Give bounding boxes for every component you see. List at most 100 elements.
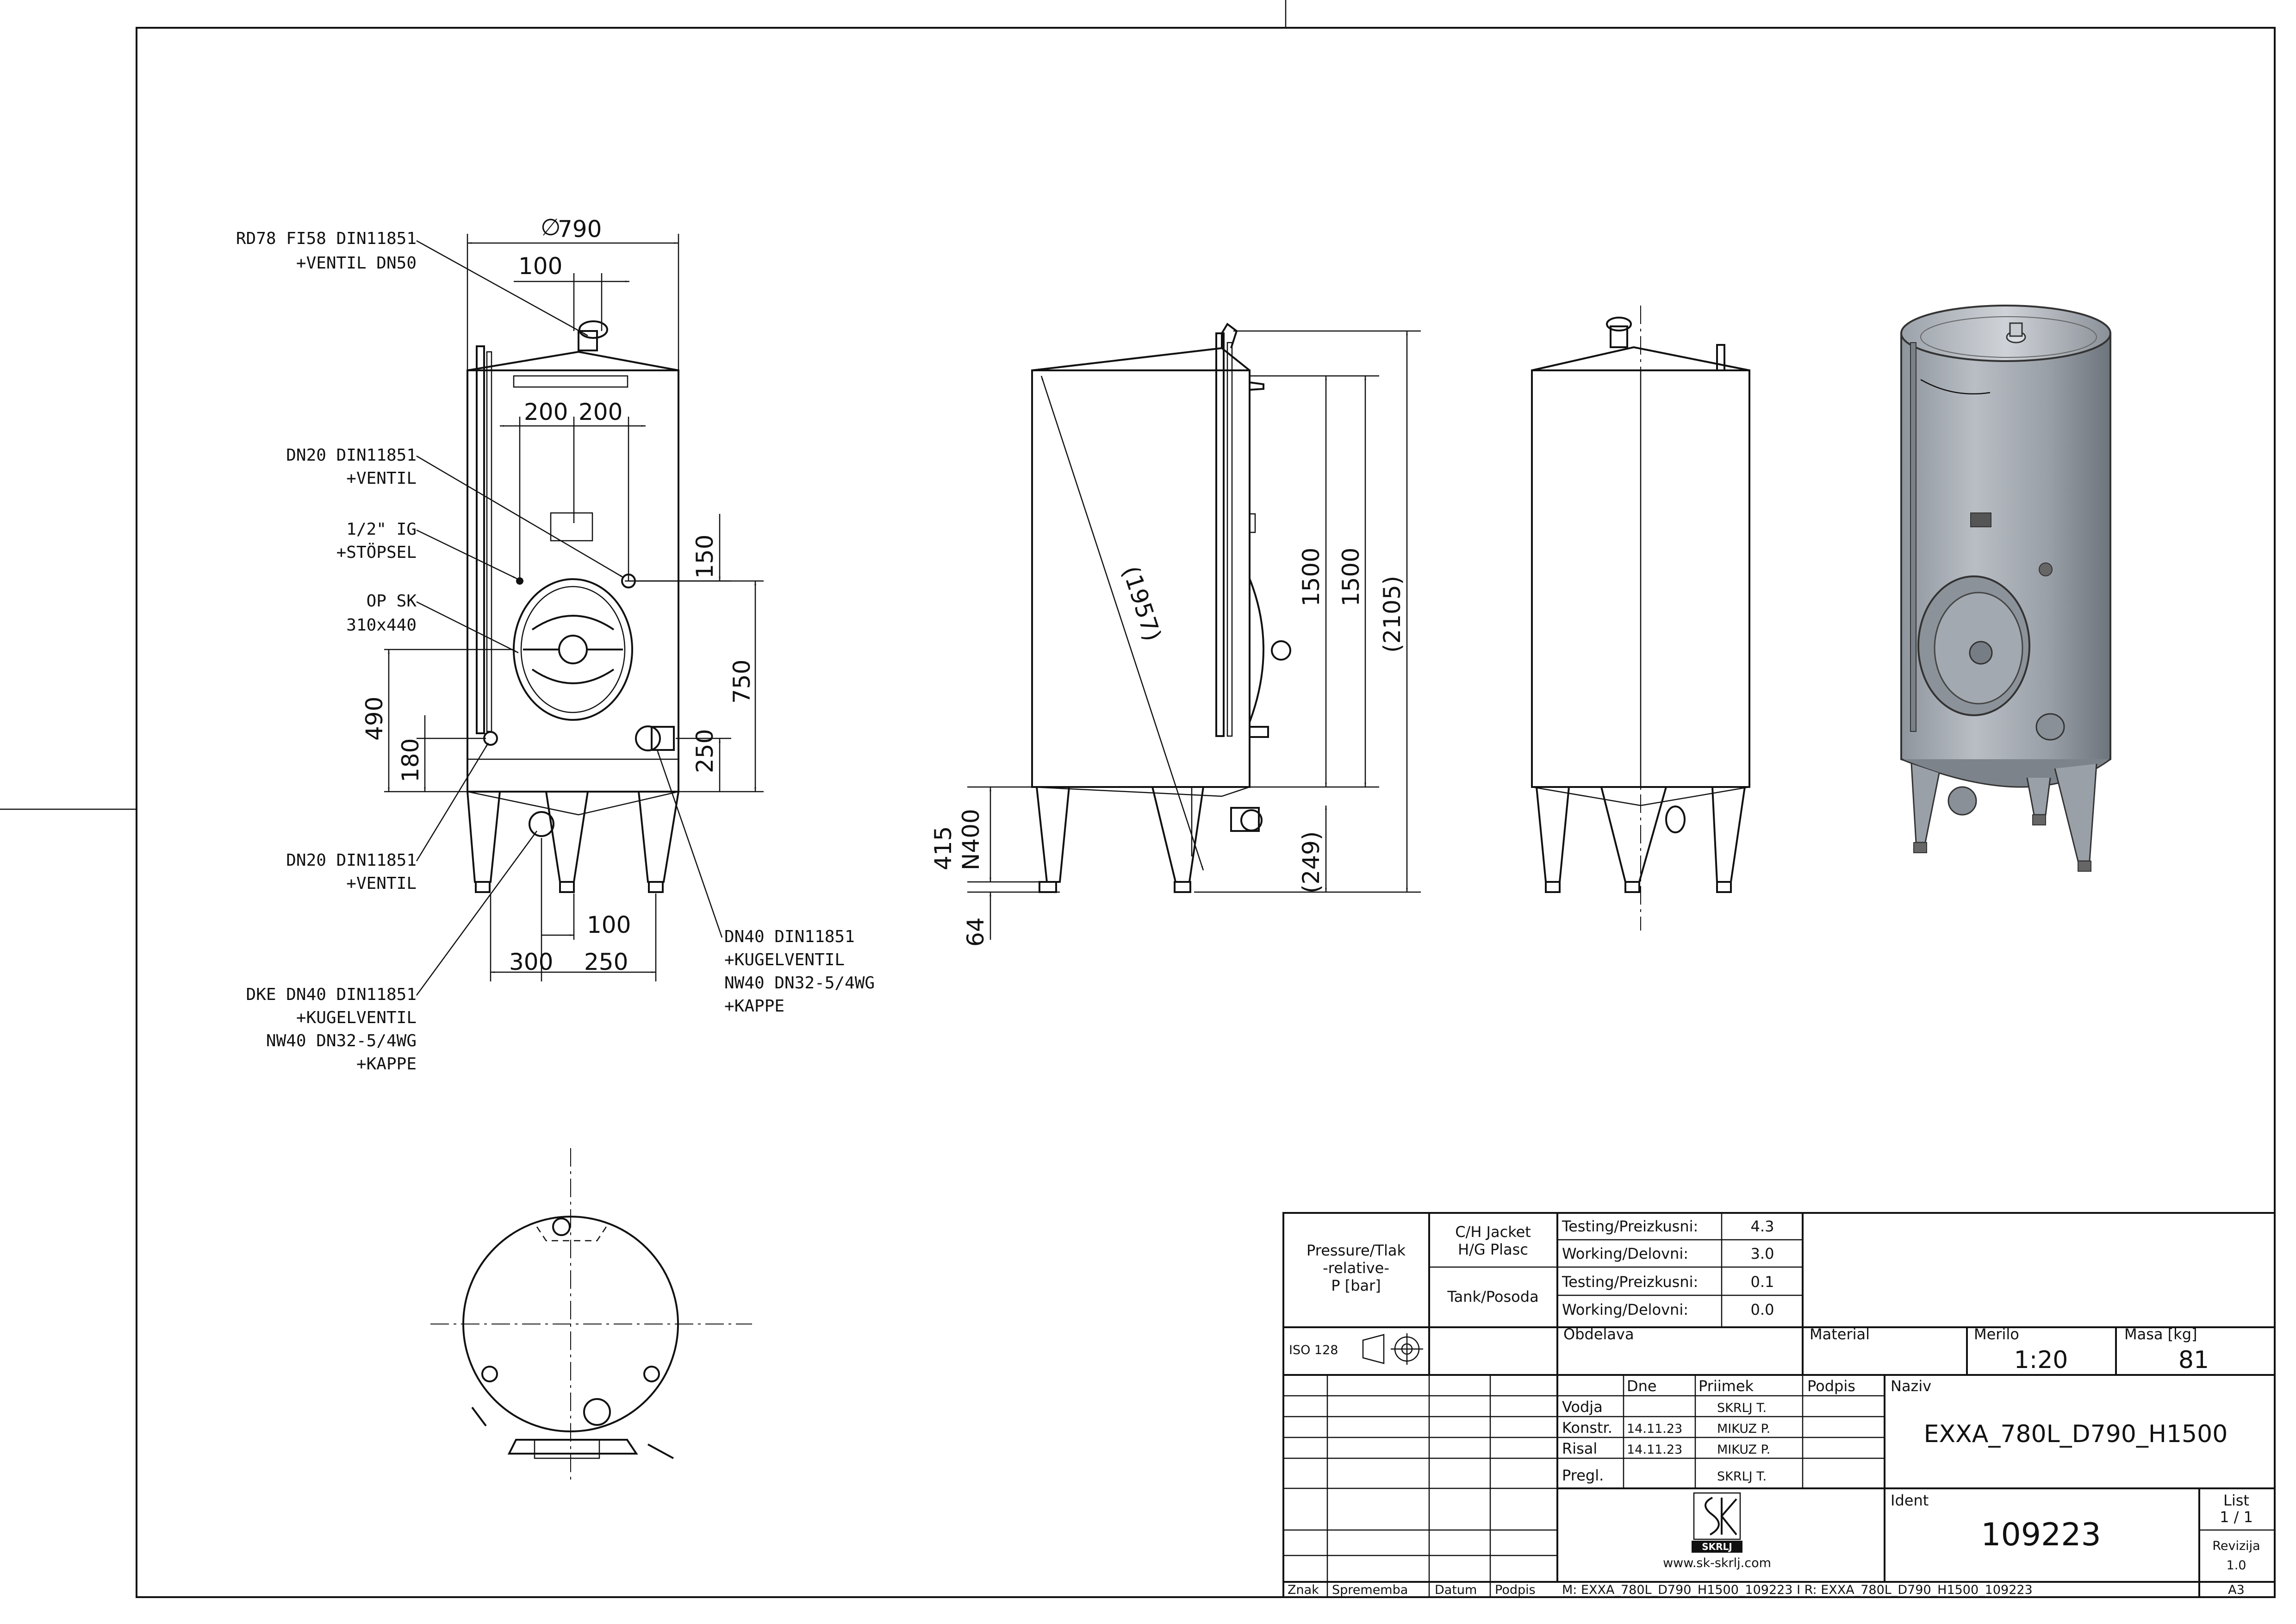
front-dimensions [384, 234, 764, 981]
dim-490: 490 [361, 697, 388, 741]
top-view [430, 1148, 752, 1481]
dim-249: (249) [1298, 831, 1325, 893]
front-dimension-text: ∅ 790 100 200 200 150 750 490 180 250 10… [361, 214, 755, 975]
note-dn20-bottom-1: DN20 DIN11851 [286, 851, 417, 870]
isometric-view [1900, 305, 2111, 872]
note-dn20-top-2: +VENTIL [346, 469, 417, 488]
jacket-label-1: C/H Jacket [1455, 1223, 1531, 1241]
note-dn40-3: NW40 DN32-5/4WG [724, 974, 875, 993]
note-dke-2: +KUGELVENTIL [296, 1008, 417, 1027]
col-znak: Znak [1288, 1583, 1319, 1597]
dim-diagonal: (1957) [1117, 563, 1167, 644]
pressure-row-value-1: 4.3 [1751, 1218, 1774, 1235]
sheet-format: A3 [2228, 1583, 2245, 1597]
pressure-label-3: P [bar] [1331, 1277, 1381, 1294]
dim-180: 180 [397, 738, 424, 782]
ident-label: Ident [1891, 1492, 1929, 1509]
col-dne: Dne [1627, 1377, 1657, 1395]
revizija-value: 1.0 [2227, 1558, 2246, 1573]
col-podpis-bottom: Podpis [1495, 1583, 1536, 1597]
sheet-frame [0, 0, 2276, 1598]
masa-value: 81 [2178, 1346, 2209, 1374]
dim-250-right: 250 [691, 729, 718, 773]
note-manway-1: OP SK [367, 592, 417, 611]
tank-label: Tank/Posoda [1447, 1288, 1538, 1305]
note-dn40-1: DN40 DIN11851 [724, 927, 855, 946]
col-sprememba: Sprememba [1332, 1583, 1408, 1597]
name-pregl: SKRLJ T. [1717, 1469, 1767, 1484]
dim-bottom-100: 100 [587, 912, 631, 938]
role-risal: Risal [1562, 1440, 1597, 1457]
note-top-connection-1: RD78 FI58 DIN11851 [236, 229, 417, 248]
side-dimension-text: (1957) 1500 1500 (2105) (249) 415 N400 6… [930, 548, 1406, 947]
dim-diameter: 790 [558, 216, 602, 243]
pressure-row-label-3: Testing/Preizkusni: [1562, 1273, 1698, 1291]
note-plug-2: +STÖPSEL [336, 543, 417, 562]
back-view [1531, 306, 1750, 931]
list-label: List [2223, 1492, 2249, 1509]
jacket-label-2: H/G Plasc [1458, 1241, 1528, 1258]
title-block-text: Pressure/Tlak -relative- P [bar] C/H Jac… [1288, 1218, 2260, 1597]
role-vodja: Vodja [1562, 1398, 1603, 1416]
date-risal: 14.11.23 [1627, 1443, 1682, 1457]
company-website: www.sk-skrlj.com [1663, 1556, 1771, 1570]
dim-cylinder-2: 1500 [1338, 548, 1364, 606]
name-risal: MIKUZ P. [1717, 1443, 1770, 1457]
pressure-row-value-2: 3.0 [1751, 1245, 1774, 1262]
masa-label: Masa [kg] [2124, 1325, 2197, 1343]
pressure-row-label-2: Working/Delovni: [1562, 1245, 1688, 1262]
note-manway-2: 310x440 [346, 616, 417, 635]
note-top-connection-2: +VENTIL DN50 [296, 254, 417, 273]
logo-text: SKRLJ [1702, 1541, 1732, 1552]
note-dn20-top-1: DN20 DIN11851 [286, 446, 417, 465]
col-priimek: Priimek [1699, 1377, 1754, 1395]
note-dke-1: DKE DN40 DIN11851 [246, 985, 417, 1004]
dim-415: 415 [930, 826, 957, 870]
role-konstr: Konstr. [1562, 1419, 1612, 1437]
note-dn40-2: +KUGELVENTIL [724, 950, 845, 969]
side-view [1031, 323, 1291, 893]
callout-notes: RD78 FI58 DIN11851 +VENTIL DN50 DN20 DIN… [236, 229, 875, 1074]
pressure-row-value-3: 0.1 [1751, 1273, 1774, 1291]
name-vodja: SKRLJ T. [1717, 1401, 1767, 1415]
pressure-row-label-1: Testing/Preizkusni: [1562, 1218, 1698, 1235]
dim-diameter-symbol: ∅ [541, 214, 561, 241]
dim-bottom-250: 250 [584, 949, 628, 975]
obdelava-label: Obdelava [1563, 1325, 1634, 1343]
naziv-label: Naziv [1891, 1377, 1931, 1395]
dim-nozzle-height: 150 [691, 535, 718, 579]
dim-n400: N400 [958, 809, 984, 870]
material-label: Material [1810, 1325, 1870, 1343]
side-dimensions [967, 330, 1421, 940]
dim-bottom-300: 300 [509, 949, 553, 975]
note-plug-1: 1/2" IG [346, 520, 417, 539]
dim-manway-height: 750 [728, 660, 755, 704]
merilo-label: Merilo [1974, 1325, 2019, 1343]
note-dn20-bottom-2: +VENTIL [346, 874, 417, 893]
ident-number: 109223 [1981, 1517, 2101, 1553]
col-podpis: Podpis [1807, 1377, 1855, 1395]
name-konstr: MIKUZ P. [1717, 1422, 1770, 1436]
dim-cylinder-1: 1500 [1298, 548, 1325, 606]
col-datum: Datum [1435, 1583, 1477, 1597]
list-value: 1 / 1 [2220, 1508, 2253, 1526]
leader-lines [416, 240, 723, 996]
merilo-value: 1:20 [2014, 1346, 2068, 1374]
dim-64: 64 [962, 917, 989, 947]
pressure-row-value-4: 0.0 [1751, 1301, 1774, 1318]
date-konstr: 14.11.23 [1627, 1422, 1682, 1436]
dim-spacing-left: 200 [524, 399, 568, 425]
dim-top-offset: 100 [518, 253, 562, 280]
dim-total-height: (2105) [1379, 576, 1406, 653]
note-dke-3: NW40 DN32-5/4WG [266, 1031, 417, 1050]
title-block-frame [1282, 1212, 2276, 1598]
pressure-label-1: Pressure/Tlak [1307, 1242, 1406, 1259]
note-dke-4: +KAPPE [356, 1055, 417, 1074]
model-file-path: M: EXXA_780L_D790_H1500_109223 I R: EXXA… [1562, 1583, 2033, 1597]
role-pregl: Pregl. [1562, 1467, 1604, 1484]
pressure-row-label-4: Working/Delovni: [1562, 1301, 1688, 1318]
pressure-label-2: -relative- [1323, 1259, 1389, 1277]
iso-standard: ISO 128 [1289, 1343, 1338, 1357]
company-logo-icon [1692, 1492, 1742, 1553]
